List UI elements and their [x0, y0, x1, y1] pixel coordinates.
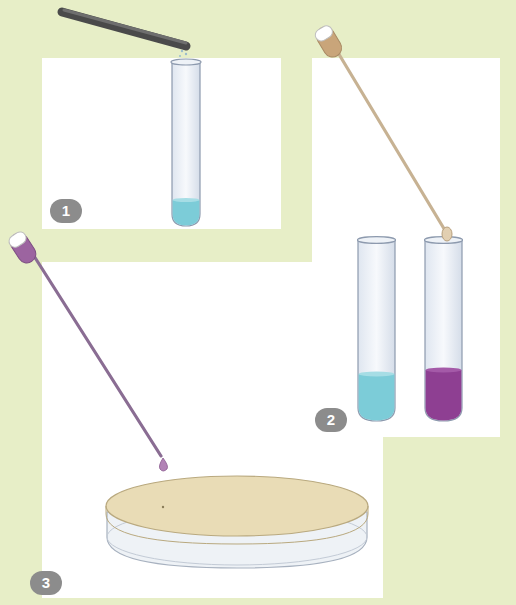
test-tube [425, 237, 463, 421]
callout-number: 3 [30, 571, 62, 595]
glass-rod [62, 10, 187, 57]
panel [42, 58, 281, 229]
test-tube [171, 59, 201, 226]
petri-dish [106, 476, 368, 568]
panel [312, 58, 500, 437]
test-tube [358, 237, 396, 421]
callout-number: 1 [50, 199, 82, 223]
swab-pipette [313, 24, 452, 241]
dropper-pipette [7, 230, 168, 471]
callout-number: 2 [315, 408, 347, 432]
